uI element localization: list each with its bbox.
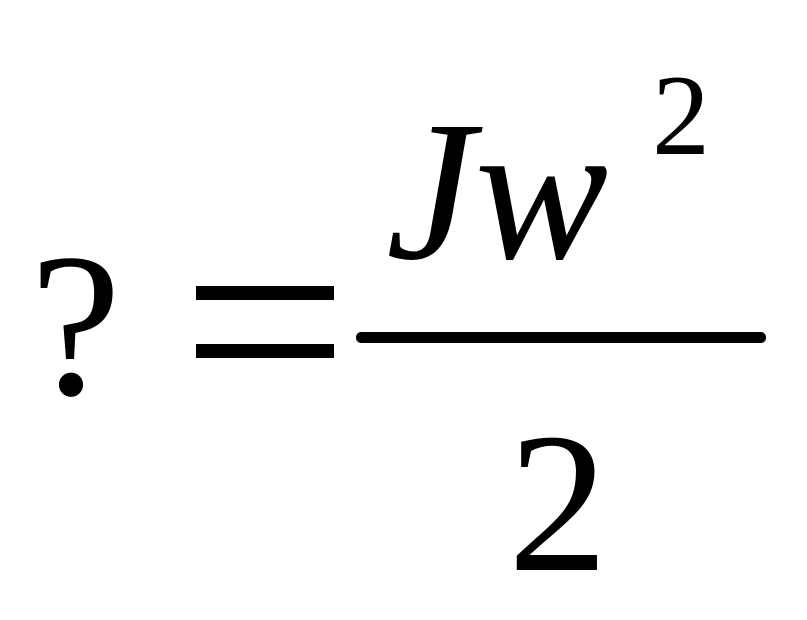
fraction-bar — [356, 332, 766, 343]
denominator: 2 — [508, 393, 608, 614]
equals-bar-top — [196, 286, 334, 300]
numerator-exponent: 2 — [652, 52, 710, 180]
equals-sign — [196, 286, 334, 370]
lhs-symbol: ? — [30, 212, 121, 439]
equals-bar-bottom — [196, 344, 334, 358]
numerator-base: Jw — [386, 81, 609, 302]
